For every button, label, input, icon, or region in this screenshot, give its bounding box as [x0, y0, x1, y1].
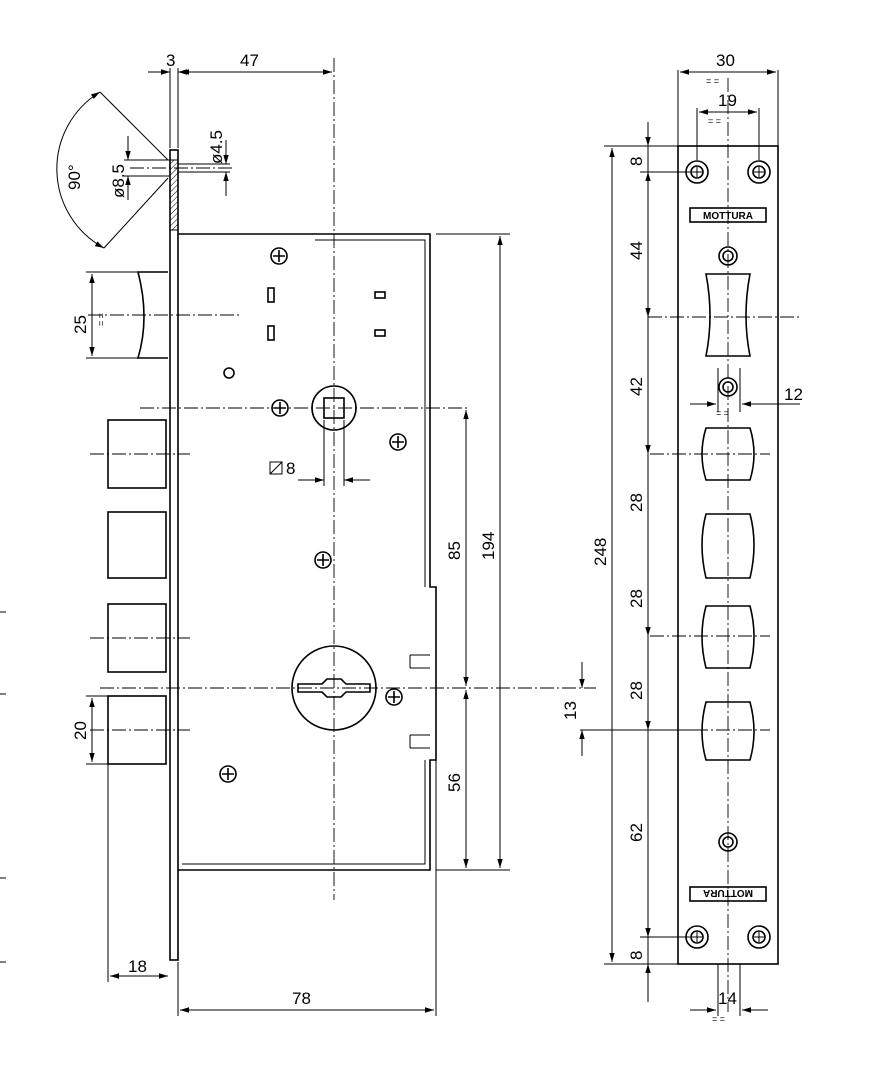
- cylinder-cam: [297, 678, 371, 698]
- dim-bolt-height: 20: [71, 721, 90, 740]
- slot: [374, 329, 386, 337]
- dim-28c: 28: [627, 681, 646, 700]
- screw-icon: [718, 246, 738, 266]
- dim-85: 85: [445, 541, 464, 560]
- faceplate-side: [169, 149, 179, 961]
- dim-top-8: 8: [627, 157, 646, 166]
- dim-backset: 47: [240, 51, 259, 70]
- dim-case-width: 78: [292, 989, 311, 1008]
- case-notches: [409, 654, 430, 749]
- dim-56: 56: [445, 773, 464, 792]
- dim-hole-spacing: 19: [718, 91, 737, 110]
- deadbolt-opening: [701, 427, 755, 481]
- dim-latch-height: 25: [71, 315, 90, 334]
- faceplate-front: [677, 145, 779, 965]
- deadbolt-2-side: [107, 511, 167, 579]
- dim-14: 14: [718, 989, 737, 1008]
- dim-latch-equal: = =: [96, 313, 106, 326]
- dim-44: 44: [627, 241, 646, 260]
- dim-faceplate: 3: [166, 51, 175, 70]
- dim-follower-square: 8: [286, 459, 295, 478]
- dim-13: 13: [561, 701, 580, 720]
- brand-label-bottom: MOTTURA: [703, 887, 753, 898]
- screw-icon: [747, 925, 771, 949]
- screw-icon: [747, 160, 771, 184]
- screw-icon: [718, 377, 738, 397]
- latch-bolt-side: [136, 271, 168, 359]
- dim-62: 62: [627, 823, 646, 842]
- latch-slot-front: [705, 273, 751, 357]
- screw-icon: [385, 688, 403, 706]
- dim-28a: 28: [627, 493, 646, 512]
- screw-icon: [314, 551, 332, 569]
- deadbolt-opening: [701, 605, 755, 669]
- dim-equal: = =: [716, 408, 729, 418]
- dim-countersink-angle: 90°: [65, 164, 84, 190]
- dim-bolt-throw: 18: [128, 957, 147, 976]
- screw-icon: [718, 832, 738, 852]
- slot: [267, 325, 275, 341]
- dim-194: 194: [479, 532, 498, 560]
- slot: [374, 291, 386, 299]
- dim-42: 42: [627, 377, 646, 396]
- dim-12: 12: [784, 385, 803, 404]
- dim-equal: = =: [708, 116, 721, 126]
- deadbolt-opening: [701, 513, 755, 579]
- case-inner-edge: [182, 239, 426, 865]
- dim-28b: 28: [627, 589, 646, 608]
- brand-label-top: MOTTURA: [703, 211, 753, 222]
- small-hole: [223, 367, 235, 379]
- screw-icon: [389, 433, 407, 451]
- deadbolt-opening: [701, 701, 755, 761]
- dim-bottom-8: 8: [627, 951, 646, 960]
- front-view: MOTTURA MOTTURA 30 = = 19 = =: [591, 51, 803, 1024]
- side-view: 3 47 ø4.5 ø8.5 90° 25 = = 8: [0, 51, 700, 1016]
- screw-icon: [219, 765, 237, 783]
- dim-equal: = =: [712, 1014, 725, 1024]
- dim-overall-height: 248: [591, 538, 610, 566]
- dim-hole-inner: ø8.5: [109, 164, 128, 198]
- dim-equal: = =: [706, 76, 719, 86]
- dim-hole-outer: ø4.5: [207, 130, 226, 164]
- lock-case-body: [178, 233, 437, 871]
- faceplate-hatched-section: [169, 159, 179, 231]
- slot: [267, 287, 275, 303]
- screw-icon: [270, 247, 288, 265]
- dim-faceplate-width: 30: [716, 51, 735, 70]
